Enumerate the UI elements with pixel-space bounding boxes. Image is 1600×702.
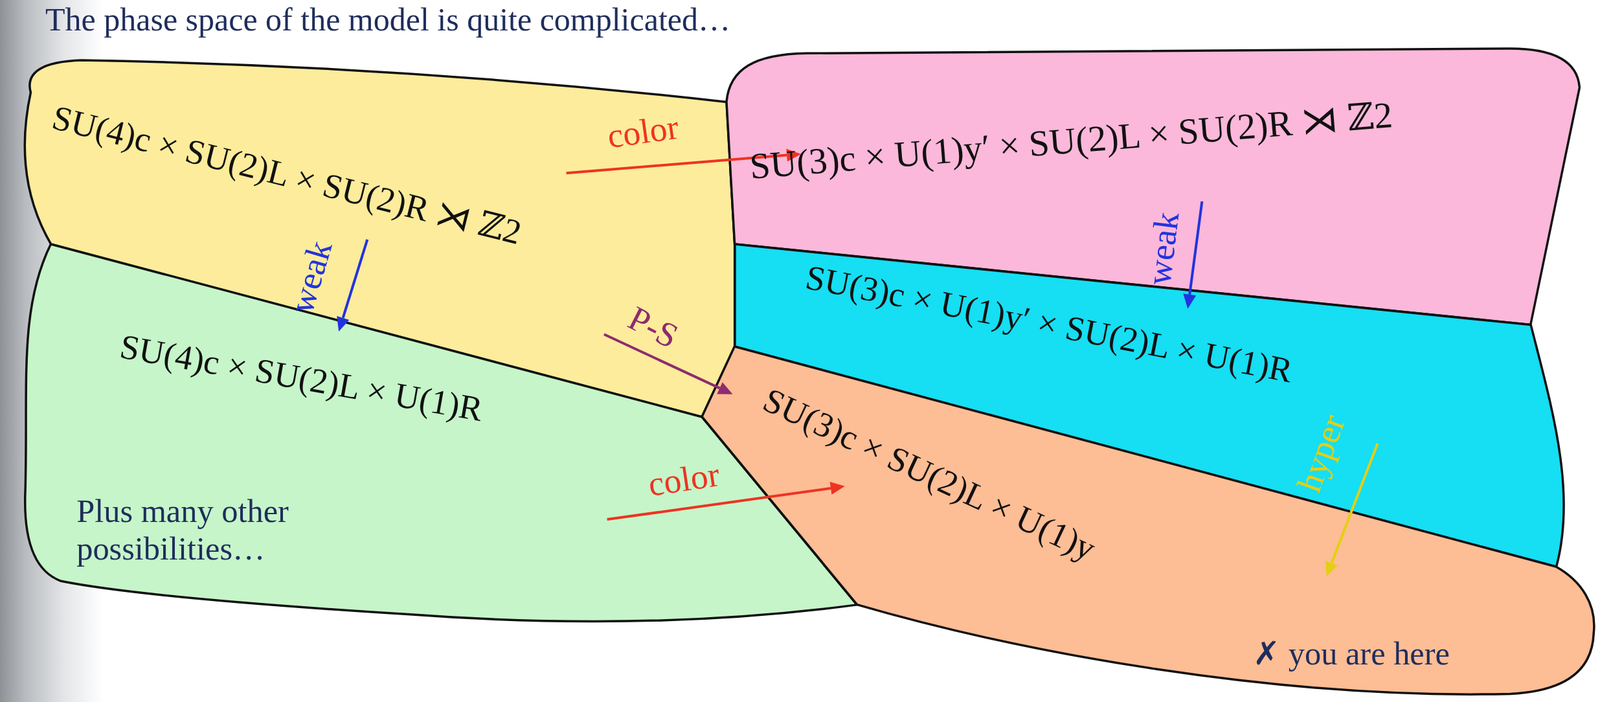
note-text: ✗ you are here — [1252, 635, 1450, 673]
note-text: Plus many other possibilities… — [76, 492, 383, 568]
phase-region: SU(3)c × SU(2)L × U(1)y — [701, 346, 1597, 700]
phase-region: SU(3)c × U(1)y′ × SU(2)L × U(1)R — [734, 244, 1577, 567]
slide-title: The phase space of the model is quite co… — [45, 1, 731, 39]
gauge-group-label: SU(3)c × U(1)y′ × SU(2)L × U(1)R — [802, 257, 1296, 392]
region-shape — [701, 346, 1595, 695]
gauge-group-label: SU(4)c × SU(2)L × U(1)R — [117, 326, 486, 430]
phase-region: SU(4)c × SU(2)L × U(1)R — [18, 244, 857, 626]
gauge-group-label: SU(3)c × SU(2)L × U(1)y — [756, 379, 1102, 569]
gauge-group-label: SU(4)c × SU(2)L × SU(2)R ⋊ ℤ2 — [47, 97, 526, 254]
gauge-group-label: SU(3)c × U(1)y′ × SU(2)L × SU(2)R ⋊ ℤ2 — [748, 93, 1395, 188]
region-outline — [18, 244, 857, 626]
region-outline — [701, 346, 1597, 700]
